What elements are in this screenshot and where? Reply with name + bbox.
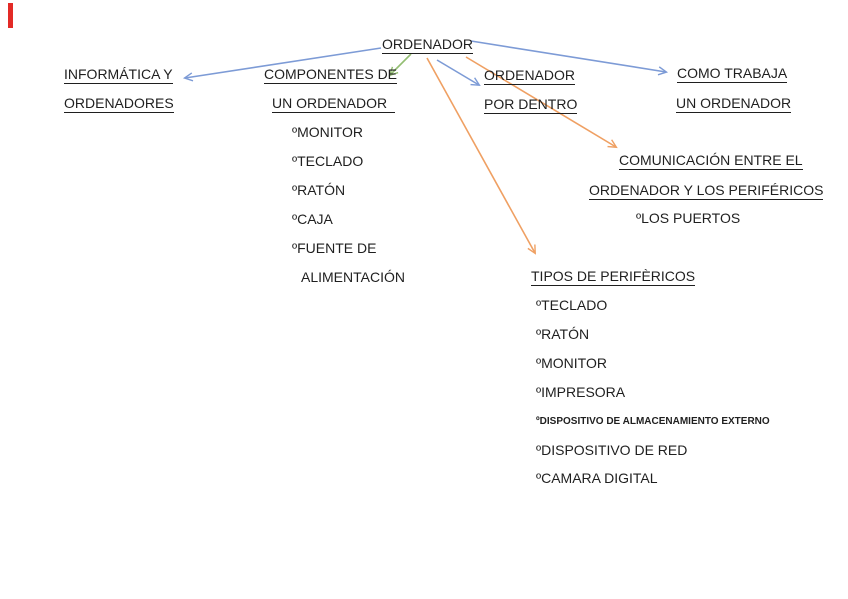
- node-por-dentro-line2: POR DENTRO: [484, 96, 578, 115]
- node-tipos-title: TIPOS DE PERIFÈRICOS: [531, 268, 696, 287]
- arrow-root-to-tipos-icon: [426, 57, 537, 255]
- arrow-root-to-por-dentro-icon: [436, 59, 481, 87]
- componentes-item: ALIMENTACIÓN: [301, 269, 405, 285]
- tipos-item: ºCAMARA DIGITAL: [536, 470, 658, 486]
- red-edge-mark: [8, 3, 13, 28]
- componentes-item: ºCAJA: [292, 211, 333, 227]
- node-componentes-line2: UN ORDENADOR: [272, 95, 396, 114]
- node-como-trabaja-line1: COMO TRABAJA: [677, 65, 788, 84]
- node-comunicacion-line2: ORDENADOR Y LOS PERIFÉRICOS: [589, 182, 824, 201]
- node-informatica-line2: ORDENADORES: [64, 95, 174, 114]
- tipos-item: ºMONITOR: [536, 355, 607, 371]
- tipos-item: ºRATÓN: [536, 326, 590, 342]
- tipos-item: ºDISPOSITIVO DE RED: [536, 442, 688, 458]
- componentes-item: ºTECLADO: [292, 153, 364, 169]
- componentes-item: ºMONITOR: [292, 124, 363, 140]
- node-componentes-line1: COMPONENTES DE: [264, 66, 398, 85]
- comunicacion-item-los-puertos: ºLOS PUERTOS: [636, 210, 741, 226]
- node-como-trabaja-line2: UN ORDENADOR: [676, 95, 792, 114]
- node-informatica-line1: INFORMÁTICA Y: [64, 66, 173, 85]
- node-por-dentro-line1: ORDENADOR: [484, 67, 576, 86]
- root-node-label: ORDENADOR: [382, 36, 474, 55]
- componentes-item: ºRATÓN: [292, 182, 346, 198]
- root-node-ordenador: ORDENADOR: [382, 36, 474, 55]
- tipos-item: ºIMPRESORA: [536, 384, 626, 400]
- node-comunicacion-line1: COMUNICACIÓN ENTRE EL: [619, 152, 803, 171]
- componentes-item: ºFUENTE DE: [292, 240, 377, 256]
- tipos-item: ºDISPOSITIVO DE ALMACENAMIENTO EXTERNO: [536, 416, 770, 427]
- tipos-item: ºTECLADO: [536, 297, 608, 313]
